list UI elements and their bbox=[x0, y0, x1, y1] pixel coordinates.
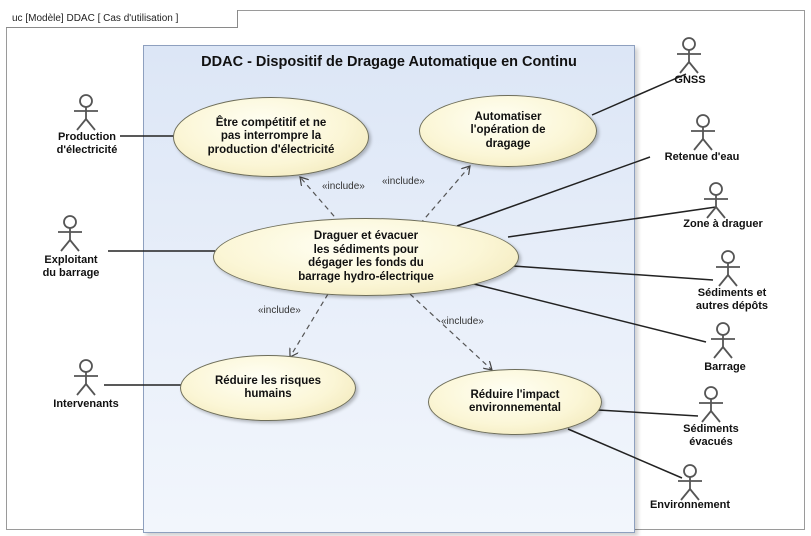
actor-zone-figure bbox=[704, 182, 728, 219]
actor-production-figure bbox=[74, 94, 98, 131]
usecase-risques[interactable]: Réduire les risques humains bbox=[180, 355, 356, 421]
actor-intervenants[interactable]: Intervenants bbox=[53, 398, 119, 410]
actor-gnss-figure bbox=[677, 37, 701, 74]
actor-barrage-figure bbox=[711, 322, 735, 359]
include-label-competitif: «include» bbox=[322, 181, 365, 192]
frame-label: uc [Modèle] DDAC [ Cas d'utilisation ] bbox=[6, 10, 238, 28]
actor-sediments-evacues-figure bbox=[699, 386, 723, 423]
actor-retenue[interactable]: Retenue d'eau bbox=[664, 151, 740, 163]
usecase-impact-label: Réduire l'impact environnemental bbox=[468, 388, 562, 415]
include-label-automatiser: «include» bbox=[382, 176, 425, 187]
include-to-automatiser bbox=[419, 166, 470, 225]
assoc-sedevac-impact bbox=[597, 409, 699, 417]
usecase-automatiser[interactable]: Automatiser l'opération de dragage bbox=[419, 95, 597, 167]
assoc-zone-draguer bbox=[507, 206, 717, 238]
include-to-risques bbox=[290, 293, 329, 357]
actor-sediments-depots-figure bbox=[716, 250, 740, 287]
include-to-competitif bbox=[300, 177, 341, 224]
assoc-barrage-draguer bbox=[469, 282, 707, 343]
actor-retenue-figure bbox=[691, 114, 715, 151]
actor-zone[interactable]: Zone à draguer bbox=[683, 218, 763, 230]
actor-gnss[interactable]: GNSS bbox=[674, 74, 706, 86]
actor-environnement[interactable]: Environnement bbox=[649, 499, 731, 511]
system-title: DDAC - Dispositif de Dragage Automatique… bbox=[201, 54, 577, 70]
actor-sediments-depots[interactable]: Sédiments et autres dépôts bbox=[695, 287, 769, 312]
assoc-gnss-automatiser bbox=[591, 73, 687, 116]
usecase-competitif[interactable]: Être compétitif et ne pas interrompre la… bbox=[173, 97, 369, 177]
usecase-risques-label: Réduire les risques humains bbox=[214, 374, 322, 401]
usecase-competitif-label: Être compétitif et ne pas interrompre la… bbox=[207, 116, 335, 156]
include-label-impact: «include» bbox=[441, 316, 484, 327]
actor-exploitant[interactable]: Exploitant du barrage bbox=[42, 254, 100, 279]
usecase-impact[interactable]: Réduire l'impact environnemental bbox=[428, 369, 602, 435]
include-to-impact bbox=[409, 293, 492, 370]
usecase-draguer[interactable]: Draguer et évacuer les sédiments pour dé… bbox=[213, 218, 519, 296]
assoc-retenue-draguer bbox=[456, 156, 651, 227]
actor-barrage[interactable]: Barrage bbox=[704, 361, 746, 373]
actor-production[interactable]: Production d'électricité bbox=[56, 131, 118, 156]
actor-environnement-figure bbox=[678, 464, 702, 501]
assoc-sediments-draguer bbox=[512, 265, 714, 281]
assoc-environnement-impact bbox=[567, 428, 683, 479]
actor-exploitant-figure bbox=[58, 215, 82, 252]
usecase-automatiser-label: Automatiser l'opération de dragage bbox=[470, 110, 546, 150]
actor-sediments-evacues[interactable]: Sédiments évacués bbox=[683, 423, 739, 448]
actor-intervenants-figure bbox=[74, 359, 98, 396]
include-label-risques: «include» bbox=[258, 305, 301, 316]
usecase-draguer-label: Draguer et évacuer les sédiments pour dé… bbox=[298, 230, 434, 283]
